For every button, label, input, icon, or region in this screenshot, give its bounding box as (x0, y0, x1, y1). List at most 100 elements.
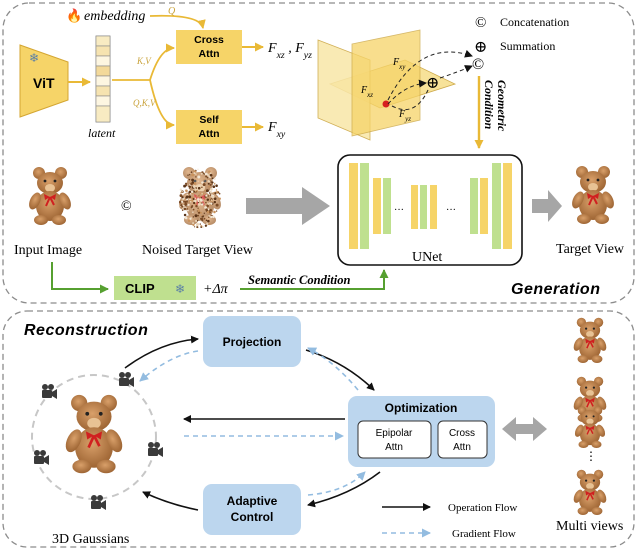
noise-speck (197, 186, 201, 190)
plane-dash-3 (391, 89, 429, 110)
noise-speck (194, 203, 197, 206)
camera-icon (34, 450, 49, 465)
noise-speck (212, 185, 216, 189)
multiview-teddy-4 (571, 468, 609, 516)
noise-speck (215, 189, 218, 191)
adaptive-line2: Control (231, 510, 274, 524)
noise-speck (208, 185, 210, 188)
noise-speck (195, 204, 198, 208)
kv-label: K,V (136, 56, 152, 66)
noise-speck (205, 219, 208, 222)
plane-fyz: Fyz (398, 109, 411, 123)
noise-speck (189, 217, 192, 220)
projection-to-gaussians-grad (139, 350, 199, 382)
noise-speck (201, 193, 203, 195)
camera-icon (119, 372, 134, 387)
latent-tokens (95, 35, 111, 123)
noise-speck (208, 223, 211, 226)
gaussians-teddy (61, 393, 127, 475)
noise-speck (190, 206, 193, 209)
concat-node: © (472, 56, 484, 73)
noise-speck (212, 215, 215, 219)
unet-dots-left: ··· (394, 205, 404, 216)
noise-speck (188, 190, 192, 194)
plane-dash-2 (387, 79, 427, 105)
plane-dash-4 (439, 65, 473, 79)
noise-speck (193, 226, 196, 228)
triplane-graphic (317, 29, 457, 141)
noise-speck (199, 192, 202, 195)
noise-speck (195, 219, 198, 222)
noise-speck (211, 183, 213, 185)
noise-speck (187, 174, 189, 176)
noise-speck (188, 173, 191, 176)
noise-speck (207, 219, 210, 223)
noise-speck (214, 192, 217, 195)
reconstruction-panel (2, 310, 635, 548)
plane-fxz: Fxz (360, 85, 373, 99)
multiview-teddy-3 (572, 405, 608, 449)
adaptive-to-gaussians-arrow (142, 491, 199, 511)
noise-speck (196, 226, 199, 229)
noise-speck (209, 198, 211, 201)
noise-speck (183, 213, 187, 217)
noise-speck (197, 201, 200, 204)
reconstruction-title: Reconstruction (24, 322, 148, 339)
noise-speck (182, 200, 186, 203)
projection-to-optimization-arrow (305, 349, 375, 391)
noise-speck (209, 194, 212, 196)
self-attn-box (176, 110, 242, 144)
noise-speck (192, 197, 195, 201)
clip-label: CLIP (125, 281, 155, 296)
noise-speck (200, 197, 203, 199)
noise-speck (204, 206, 208, 209)
adaptive-line1: Adaptive (227, 494, 278, 508)
gradient-flow-label: Gradient Flow (452, 528, 516, 540)
noise-speck (183, 184, 187, 188)
noise-speck (213, 200, 217, 204)
noise-speck (209, 172, 212, 175)
input-teddy-image (25, 166, 75, 226)
noise-speck (211, 181, 214, 184)
optimization-to-adaptive-arrow (307, 471, 381, 508)
noise-speck (190, 171, 193, 173)
concat-input-symbol: © (121, 199, 132, 214)
noise-speck (191, 173, 195, 177)
generation-title: Generation (511, 281, 600, 298)
noise-speck (206, 202, 208, 204)
concat-symbol: © (475, 15, 486, 31)
noise-speck (207, 174, 211, 177)
cross-attn-line2: Attn (199, 48, 220, 60)
legend-concatenation: © Concatenation (475, 15, 569, 31)
noise-speck (192, 222, 195, 225)
noise-speck (181, 190, 183, 193)
q-label: Q (168, 6, 176, 17)
noise-speck (203, 185, 206, 188)
geometric-line1: Geometric (495, 80, 509, 132)
fire-icon: 🔥 (66, 8, 82, 23)
noise-speck (186, 193, 188, 196)
noise-speck (197, 203, 201, 206)
noise-speck (208, 170, 211, 174)
noise-speck (180, 192, 182, 194)
gaussians-label: 3D Gaussians (52, 532, 129, 547)
noise-speck (180, 204, 183, 207)
noise-speck (188, 178, 191, 181)
adaptive-to-optimization-grad (307, 471, 366, 496)
noise-speck (215, 184, 218, 187)
target-view-label: Target View (556, 242, 625, 257)
noise-speck (194, 197, 197, 200)
latent-to-cross-arrow (112, 43, 175, 81)
latent-label: latent (88, 126, 116, 140)
projection-box[interactable] (203, 316, 301, 367)
optimization-label: Optimization (385, 401, 458, 415)
operation-flow-label: Operation Flow (448, 502, 517, 514)
input-image-label: Input Image (14, 243, 82, 258)
adaptive-control-box[interactable] (203, 484, 301, 535)
gaussians-to-projection-arrow (124, 335, 199, 369)
plane-dash-1 (387, 49, 473, 101)
noise-speck (188, 193, 191, 196)
noise-speck (200, 217, 204, 221)
noise-speck (196, 195, 198, 198)
